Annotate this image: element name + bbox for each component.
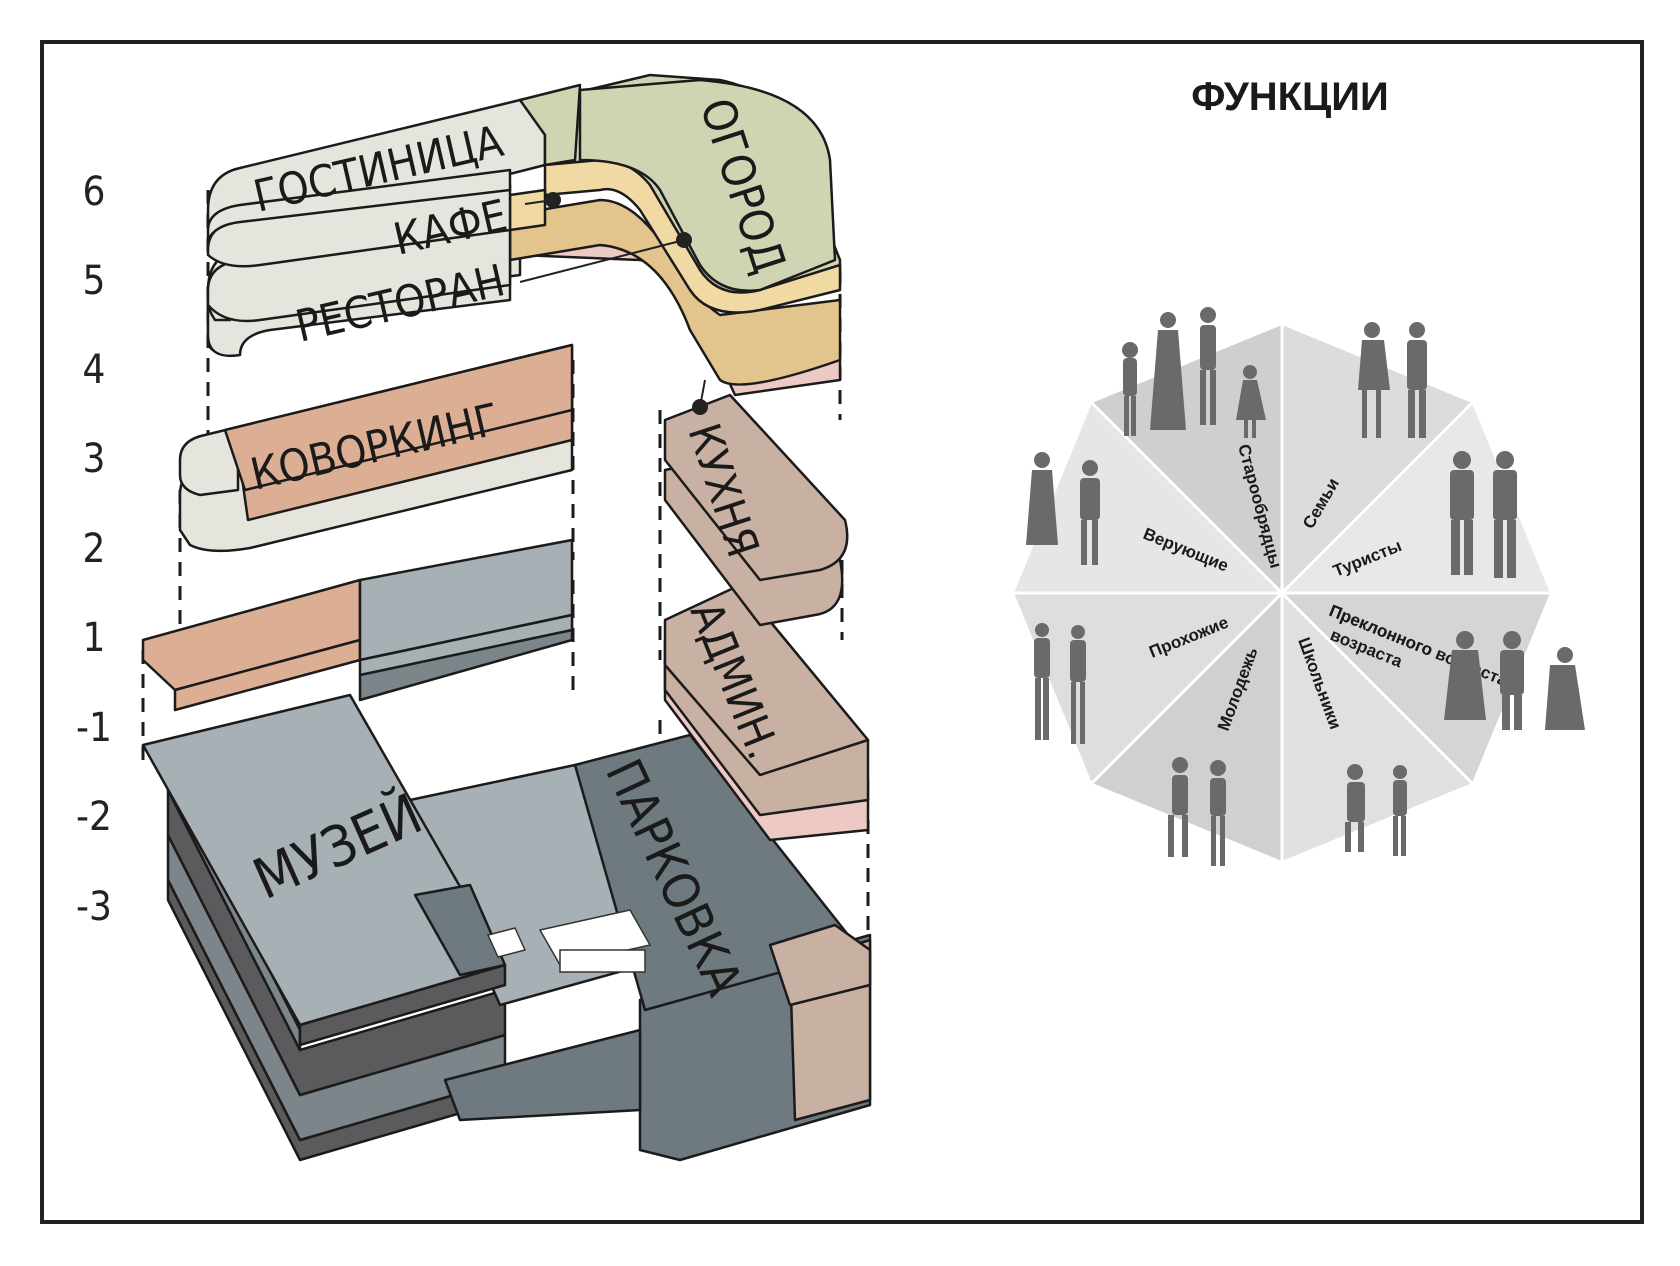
floor-number-3: 3 — [83, 436, 106, 482]
floor-number-5: 5 — [83, 258, 106, 304]
person-icon — [1345, 764, 1365, 852]
person-icon — [1444, 631, 1486, 720]
person-icon — [1122, 342, 1138, 436]
underground-block: МУЗЕЙ ПАРКОВКА — [141, 693, 872, 1162]
floor-number-1: 1 — [83, 615, 106, 661]
person-icon — [1070, 625, 1086, 744]
person-icon — [1168, 757, 1188, 857]
person-icon — [1393, 765, 1407, 856]
floor-number-minus-3: -3 — [76, 884, 112, 930]
floor-numbers: 6 5 4 3 2 1 -1 -2 -3 — [76, 169, 112, 930]
admin-block: АДМИН. — [663, 583, 870, 842]
top-block: ГОСТИНИЦА КАФЕ РЕСТОРАН ОГОРОД — [206, 73, 842, 408]
floor-number-minus-1: -1 — [76, 705, 112, 751]
person-icon — [1407, 322, 1427, 438]
diagram-title: ФУНКЦИИ — [1191, 75, 1389, 119]
person-icon — [1545, 647, 1585, 730]
person-icon — [1493, 451, 1517, 578]
user-groups-wheel: Старообрядцы Семьи Туристы Преклонного в… — [1014, 307, 1585, 866]
person-icon — [1026, 452, 1058, 545]
floor-number-2: 2 — [83, 526, 106, 572]
kitchen-block: КУХНЯ — [663, 393, 849, 627]
person-icon — [1236, 365, 1266, 438]
person-icon — [1200, 307, 1216, 425]
floor-number-minus-2: -2 — [76, 794, 112, 840]
person-icon — [1358, 322, 1390, 438]
floor-number-4: 4 — [83, 347, 106, 393]
person-icon — [1150, 312, 1186, 430]
coworking-block: КОВОРКИНГ — [178, 343, 574, 553]
house-icon — [486, 909, 652, 973]
person-icon — [1034, 623, 1050, 740]
person-icon — [1450, 451, 1474, 575]
floor-number-6: 6 — [83, 169, 106, 215]
floor-1-block — [141, 538, 574, 712]
person-icon — [1210, 760, 1226, 866]
person-icon — [1500, 631, 1524, 730]
person-icon — [1080, 460, 1100, 565]
people-figures — [1026, 307, 1585, 866]
